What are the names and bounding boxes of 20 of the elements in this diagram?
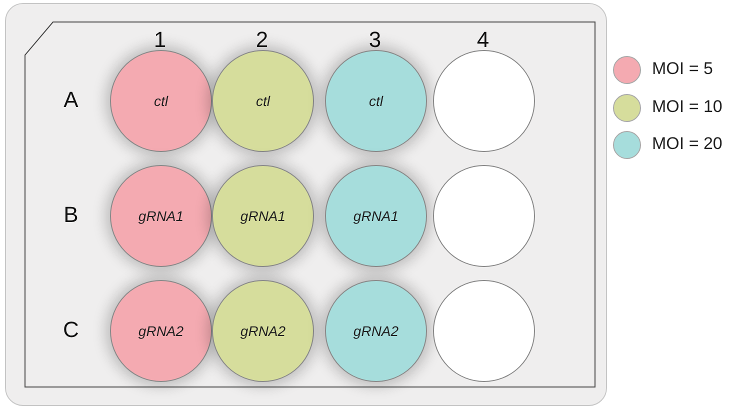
well-label: gRNA1 bbox=[240, 208, 286, 224]
well-label: ctl bbox=[256, 93, 270, 109]
column-number: 1 bbox=[154, 27, 166, 53]
well-label: gRNA2 bbox=[240, 323, 286, 339]
legend-label: MOI = 10 bbox=[652, 96, 722, 116]
column-number: 4 bbox=[476, 27, 490, 53]
column-number: 2 bbox=[256, 27, 268, 53]
well-label: gRNA2 bbox=[353, 323, 399, 339]
well-label: ctl bbox=[154, 93, 168, 109]
row-letter: C bbox=[63, 317, 79, 343]
legend-label: MOI = 20 bbox=[652, 134, 722, 154]
column-number: 3 bbox=[368, 27, 382, 53]
well-label: ctl bbox=[369, 93, 383, 109]
well-label: gRNA2 bbox=[138, 323, 184, 339]
well-label: gRNA1 bbox=[138, 208, 184, 224]
row-letter: A bbox=[64, 87, 78, 113]
well-label: gRNA1 bbox=[353, 208, 399, 224]
row-letter: B bbox=[64, 202, 78, 228]
well-plate bbox=[5, 3, 607, 406]
legend-label: MOI = 5 bbox=[652, 59, 713, 79]
